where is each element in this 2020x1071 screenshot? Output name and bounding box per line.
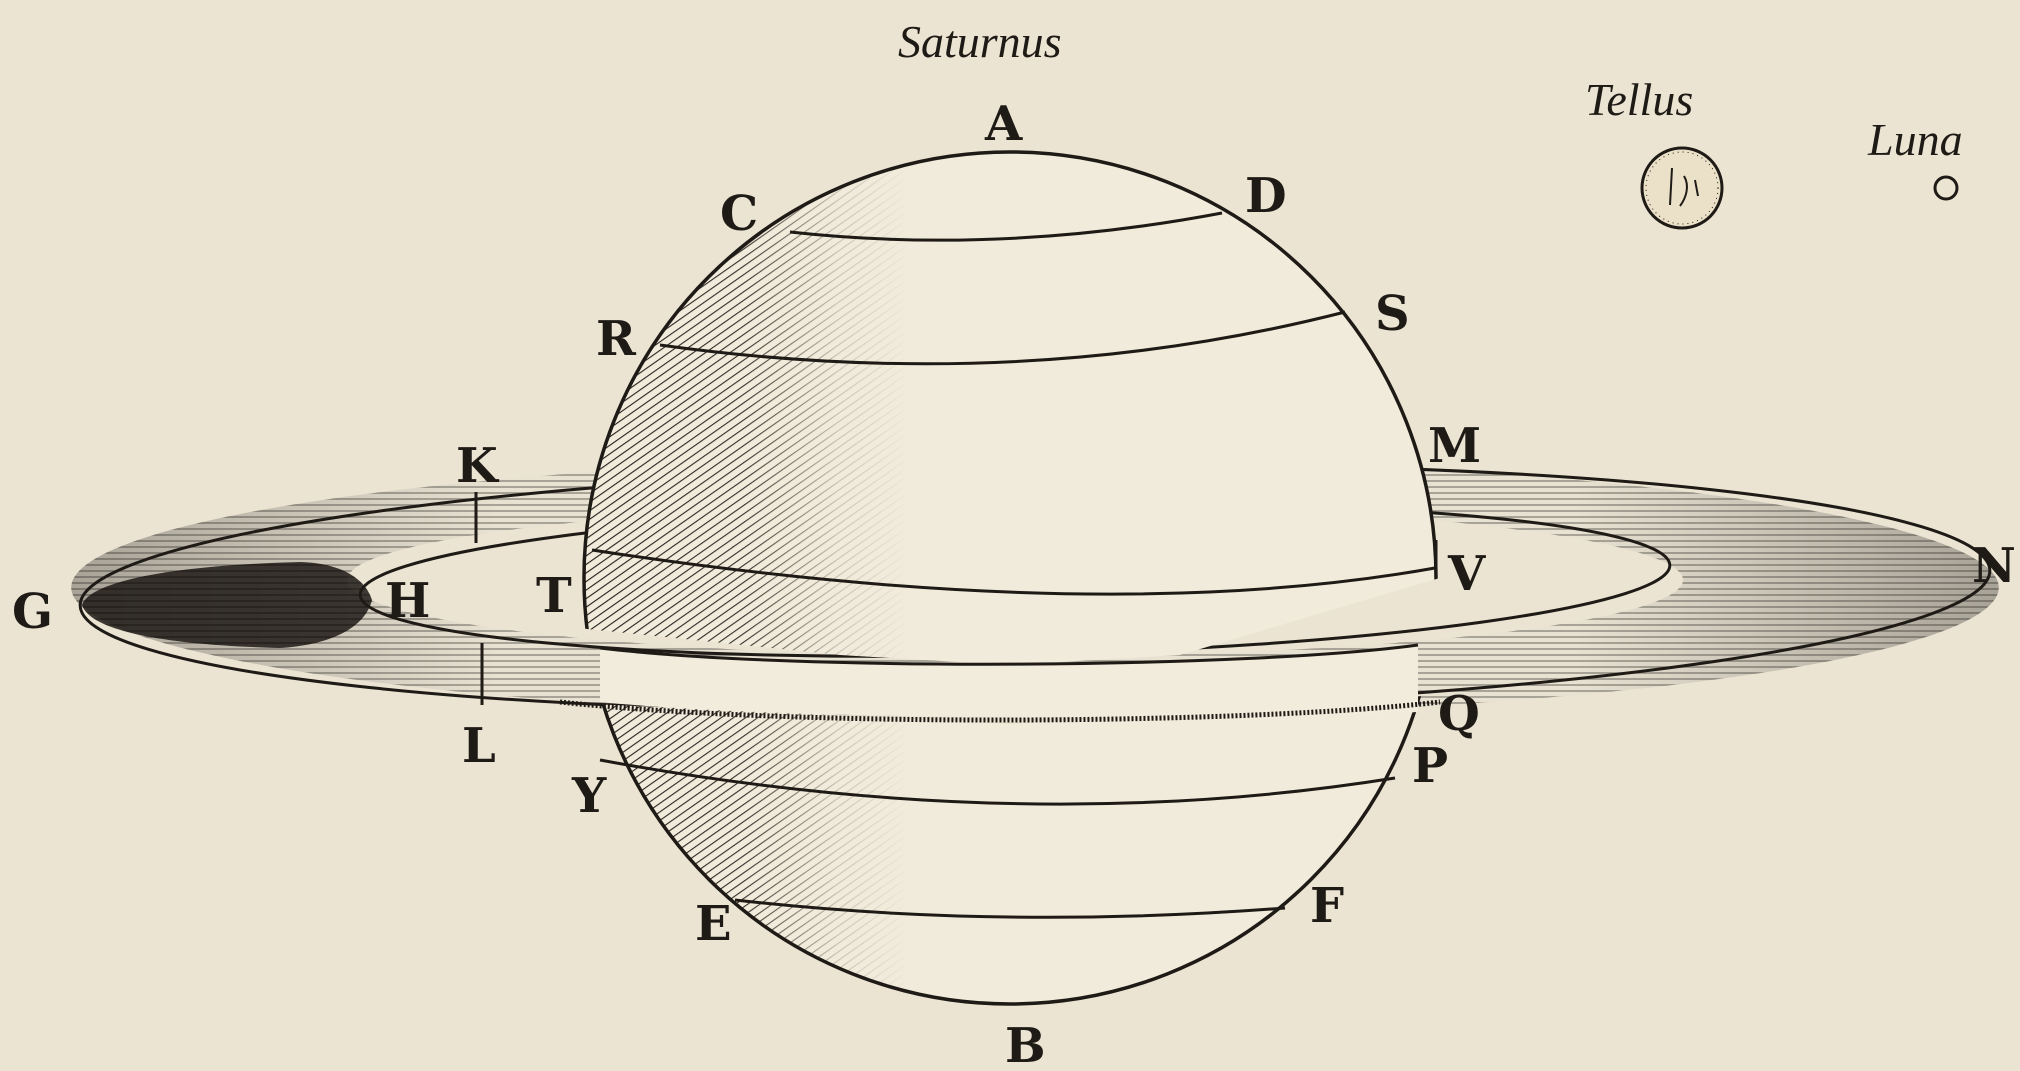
point-label-D: D: [1245, 168, 1287, 224]
point-label-V: V: [1447, 546, 1486, 602]
luna-label: Luna: [1867, 114, 1963, 165]
diagram-title: Saturnus: [898, 16, 1062, 67]
point-label-C: C: [720, 186, 758, 242]
point-label-B: B: [1005, 1018, 1046, 1071]
point-label-R: R: [596, 311, 637, 367]
point-label-A: A: [984, 96, 1023, 152]
point-label-K: K: [456, 438, 500, 494]
point-label-T: T: [536, 568, 572, 624]
point-label-P: P: [1412, 738, 1448, 794]
point-label-L: L: [462, 718, 496, 774]
point-label-M: M: [1428, 418, 1481, 474]
point-label-Q: Q: [1438, 686, 1480, 742]
tellus-body: [1642, 148, 1722, 228]
tellus-label: Tellus: [1585, 74, 1693, 125]
point-label-F: F: [1310, 878, 1344, 934]
point-label-H: H: [385, 573, 430, 629]
point-label-E: E: [695, 896, 732, 952]
luna-body: [1935, 177, 1957, 199]
point-label-N: N: [1972, 538, 2016, 594]
point-label-G: G: [12, 584, 53, 640]
point-label-S: S: [1375, 286, 1410, 342]
point-label-Y: Y: [571, 768, 607, 824]
globe: [580, 140, 1436, 1020]
